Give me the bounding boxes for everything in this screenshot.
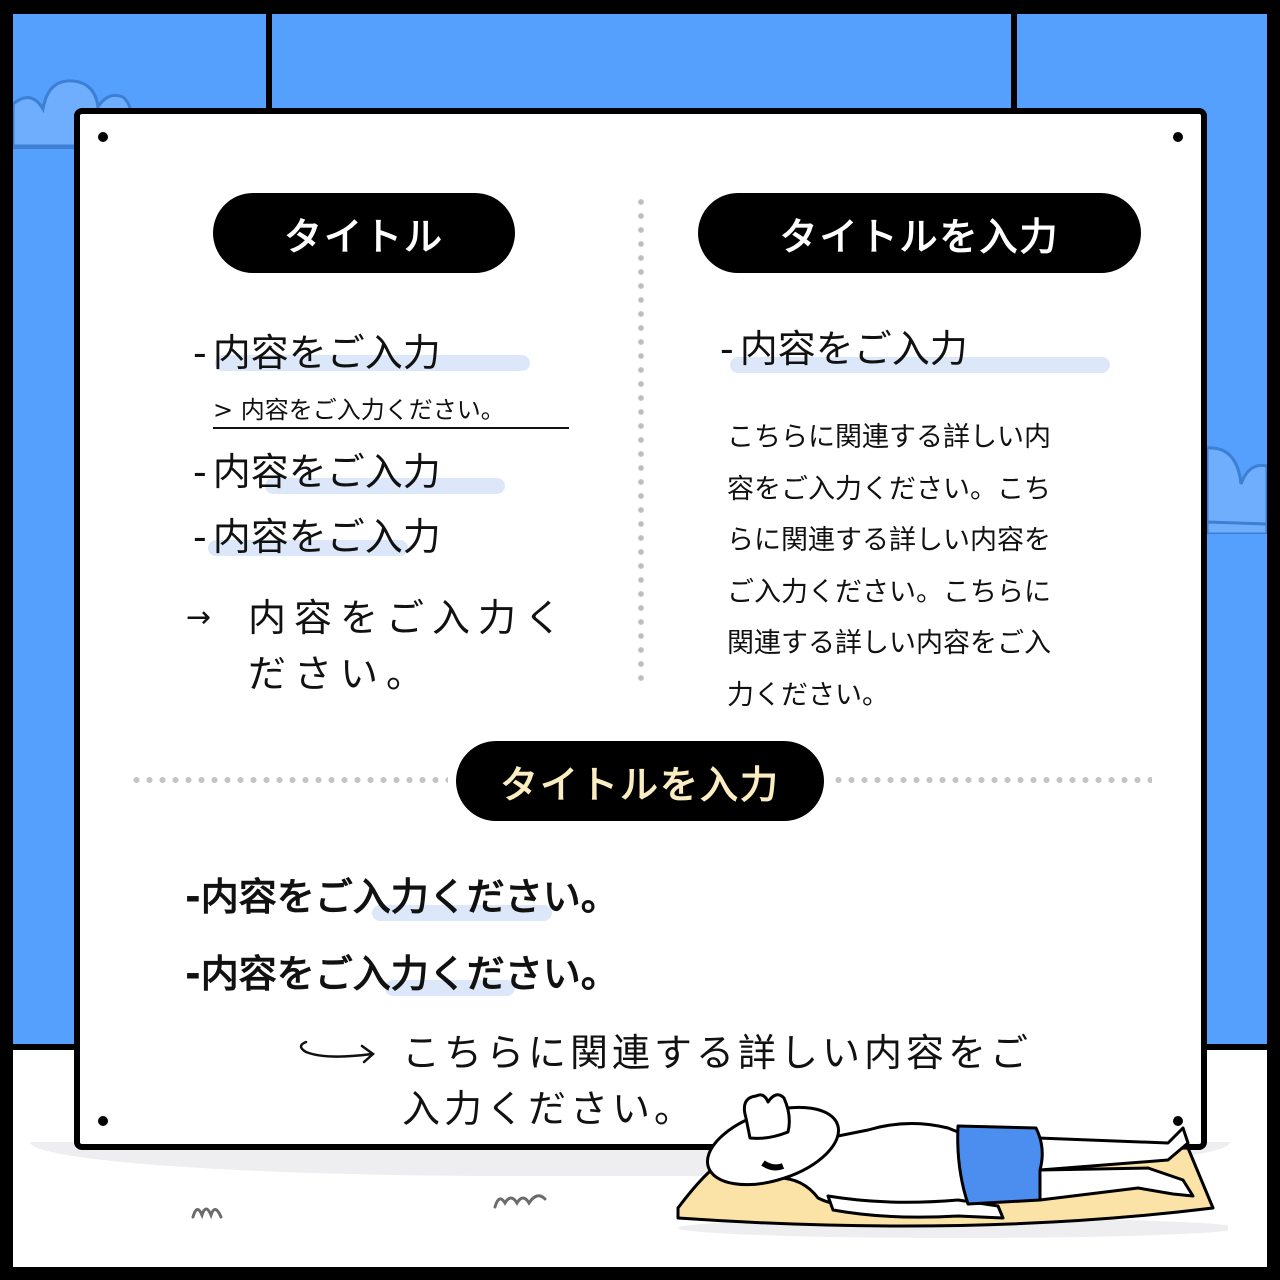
horizontal-dotted-divider bbox=[832, 776, 1152, 784]
highlight-stroke bbox=[372, 905, 552, 921]
grass-icon bbox=[493, 1194, 547, 1209]
arrow-right-icon: → bbox=[186, 600, 212, 635]
left-item-2: -内容をご入力 bbox=[193, 450, 441, 494]
window-divider bbox=[1011, 14, 1017, 116]
bottom-item-1: -内容をご入力ください。 bbox=[185, 875, 619, 919]
window-divider bbox=[266, 14, 272, 116]
left-sub-note: > 内容をご入力ください。 bbox=[213, 390, 569, 429]
right-title-pill: タイトルを入力 bbox=[698, 193, 1141, 273]
rivet-icon bbox=[98, 132, 108, 142]
rivet-icon bbox=[1173, 1116, 1183, 1126]
horizontal-dotted-divider bbox=[130, 776, 448, 784]
highlight-stroke bbox=[265, 478, 505, 494]
left-item-1: -内容をご入力 bbox=[193, 331, 441, 375]
highlight-stroke bbox=[385, 980, 515, 996]
right-paragraph: こちらに関連する詳しい内 容をご入力ください。こち らに関連する詳しい内容を ご… bbox=[727, 422, 1051, 711]
bottom-note: こちらに関連する詳しい内容をご 入力ください。 bbox=[402, 1031, 1033, 1131]
highlight-stroke bbox=[208, 540, 408, 556]
bottom-title-pill: タイトルを入力 bbox=[456, 741, 824, 821]
left-item-3: -内容をご入力 bbox=[193, 515, 441, 559]
rivet-icon bbox=[98, 1116, 108, 1126]
cloud-icon bbox=[1207, 446, 1267, 534]
sunbathing-man-illustration bbox=[676, 1093, 1228, 1238]
rivet-icon bbox=[1173, 132, 1183, 142]
highlight-stroke bbox=[730, 357, 1110, 373]
bottom-item-2: -内容をご入力ください。 bbox=[185, 952, 619, 996]
grass-icon bbox=[191, 1207, 223, 1220]
right-item: -内容をご入力 bbox=[720, 327, 968, 371]
left-arrow-note: 内容をご入力く ださい。 bbox=[248, 596, 571, 696]
vertical-dotted-divider bbox=[638, 195, 644, 687]
curved-arrow-icon bbox=[299, 1040, 375, 1064]
left-title-pill: タイトル bbox=[213, 193, 515, 273]
highlight-stroke bbox=[215, 355, 530, 371]
